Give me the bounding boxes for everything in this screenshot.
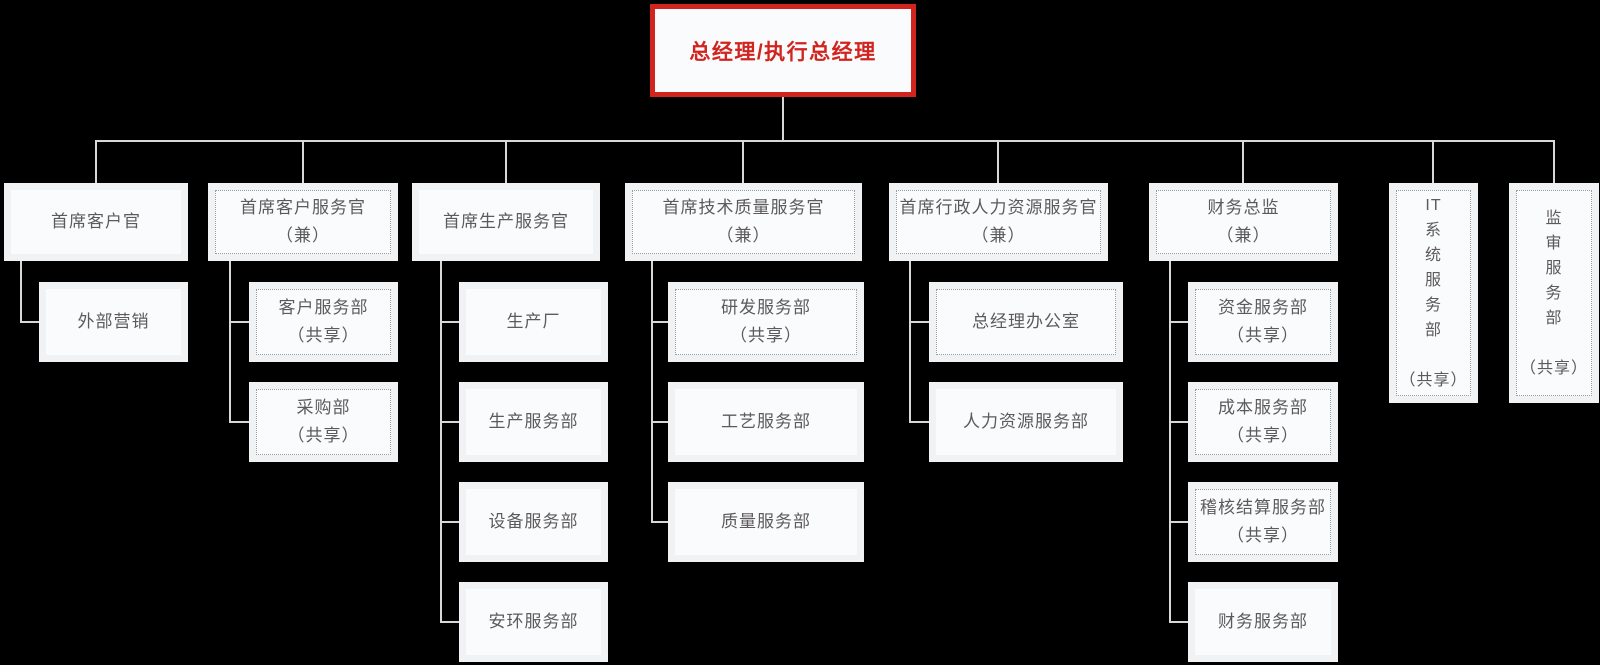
- node-hr-service-dept: 人力资源服务部: [929, 382, 1123, 462]
- connector-elbow: [651, 321, 668, 323]
- node-quality-service-dept: 质量服务部: [668, 482, 864, 562]
- connector-elbow: [909, 321, 929, 323]
- node-procurement-dept: 采购部 （共享）: [249, 382, 398, 462]
- node-label: 质量服务部: [675, 489, 857, 555]
- node-audit-settlement-service-dept: 稽核结算服务部 （共享）: [1188, 482, 1338, 562]
- connector-stub-4: [742, 140, 744, 183]
- connector-elbow: [20, 321, 39, 323]
- node-process-service-dept: 工艺服务部: [668, 382, 864, 462]
- node-label: 外部营销: [46, 289, 181, 355]
- connector-drop-4: [651, 261, 653, 523]
- connector-elbow: [440, 321, 459, 323]
- node-label: 人力资源服务部: [936, 389, 1116, 455]
- connector-stub-5: [997, 140, 999, 183]
- node-label: 首席行政人力资源服务官 （兼）: [896, 190, 1101, 254]
- node-label: 生产服务部: [466, 389, 601, 455]
- node-production-plant: 生产厂: [459, 282, 608, 362]
- connector-drop-3: [440, 261, 442, 623]
- node-label: 稽核结算服务部 （共享）: [1195, 489, 1331, 555]
- node-gm-office: 总经理办公室: [929, 282, 1123, 362]
- connector-elbow: [1169, 521, 1188, 523]
- connector-elbow: [440, 521, 459, 523]
- connector-elbow: [1169, 321, 1188, 323]
- node-label: 研发服务部 （共享）: [675, 289, 857, 355]
- node-label: 首席技术质量服务官 （兼）: [632, 190, 855, 254]
- node-supervision-audit-service-dept: 监 审 服 务 部 （共享）: [1509, 183, 1599, 403]
- node-chief-production-service-officer: 首席生产服务官: [412, 183, 600, 261]
- node-label: 财务服务部: [1195, 589, 1331, 655]
- connector-main-rail: [95, 140, 1555, 142]
- node-general-manager: 总经理/执行总经理: [650, 4, 916, 97]
- node-finance-director: 财务总监 （兼）: [1149, 183, 1338, 261]
- node-safety-environment-service-dept: 安环服务部: [459, 582, 608, 662]
- node-equipment-service-dept: 设备服务部: [459, 482, 608, 562]
- node-label: 首席客户官: [11, 190, 181, 254]
- node-label: 工艺服务部: [675, 389, 857, 455]
- node-funds-service-dept: 资金服务部 （共享）: [1188, 282, 1338, 362]
- connector-stub-7: [1432, 140, 1434, 183]
- node-label: 总经理办公室: [936, 289, 1116, 355]
- node-label: 生产厂: [466, 289, 601, 355]
- connector-elbow: [1169, 421, 1188, 423]
- node-label: 设备服务部: [466, 489, 601, 555]
- node-label: 监 审 服 务 部 （共享）: [1516, 190, 1592, 396]
- node-label: 资金服务部 （共享）: [1195, 289, 1331, 355]
- connector-elbow: [440, 621, 459, 623]
- node-label: 首席客户服务官 （兼）: [215, 190, 391, 254]
- connector-elbow: [440, 421, 459, 423]
- node-label: 成本服务部 （共享）: [1195, 389, 1331, 455]
- node-label: 采购部 （共享）: [256, 389, 391, 455]
- connector-elbow: [229, 321, 249, 323]
- node-chief-customer-service-officer: 首席客户服务官 （兼）: [208, 183, 398, 261]
- connector-elbow: [229, 421, 249, 423]
- node-customer-service-dept: 客户服务部 （共享）: [249, 282, 398, 362]
- node-chief-admin-hr-service-officer: 首席行政人力资源服务官 （兼）: [889, 183, 1108, 261]
- connector-root-stem: [782, 97, 784, 141]
- node-label: 首席生产服务官: [419, 190, 593, 254]
- connector-stub-2: [302, 140, 304, 183]
- node-cost-service-dept: 成本服务部 （共享）: [1188, 382, 1338, 462]
- node-label: 安环服务部: [466, 589, 601, 655]
- connector-drop-6: [1169, 261, 1171, 623]
- node-finance-service-dept: 财务服务部: [1188, 582, 1338, 662]
- connector-elbow: [651, 521, 668, 523]
- node-external-marketing: 外部营销: [39, 282, 188, 362]
- node-chief-customer-officer: 首席客户官: [4, 183, 188, 261]
- connector-stub-6: [1242, 140, 1244, 183]
- connector-elbow: [651, 421, 668, 423]
- connector-elbow: [909, 421, 929, 423]
- connector-stub-3: [505, 140, 507, 183]
- connector-drop-1: [20, 261, 22, 323]
- node-label: IT 系 统 服 务 部 （共享）: [1396, 190, 1471, 396]
- connector-stub-1: [95, 140, 97, 183]
- node-chief-tech-quality-service-officer: 首席技术质量服务官 （兼）: [625, 183, 862, 261]
- connector-drop-2: [229, 261, 231, 423]
- node-label: 财务总监 （兼）: [1156, 190, 1331, 254]
- connector-drop-5: [909, 261, 911, 423]
- connector-stub-8: [1553, 140, 1555, 183]
- connector-elbow: [1169, 621, 1188, 623]
- node-production-service-dept: 生产服务部: [459, 382, 608, 462]
- node-rd-service-dept: 研发服务部 （共享）: [668, 282, 864, 362]
- node-it-system-service-dept: IT 系 统 服 务 部 （共享）: [1389, 183, 1478, 403]
- node-label: 客户服务部 （共享）: [256, 289, 391, 355]
